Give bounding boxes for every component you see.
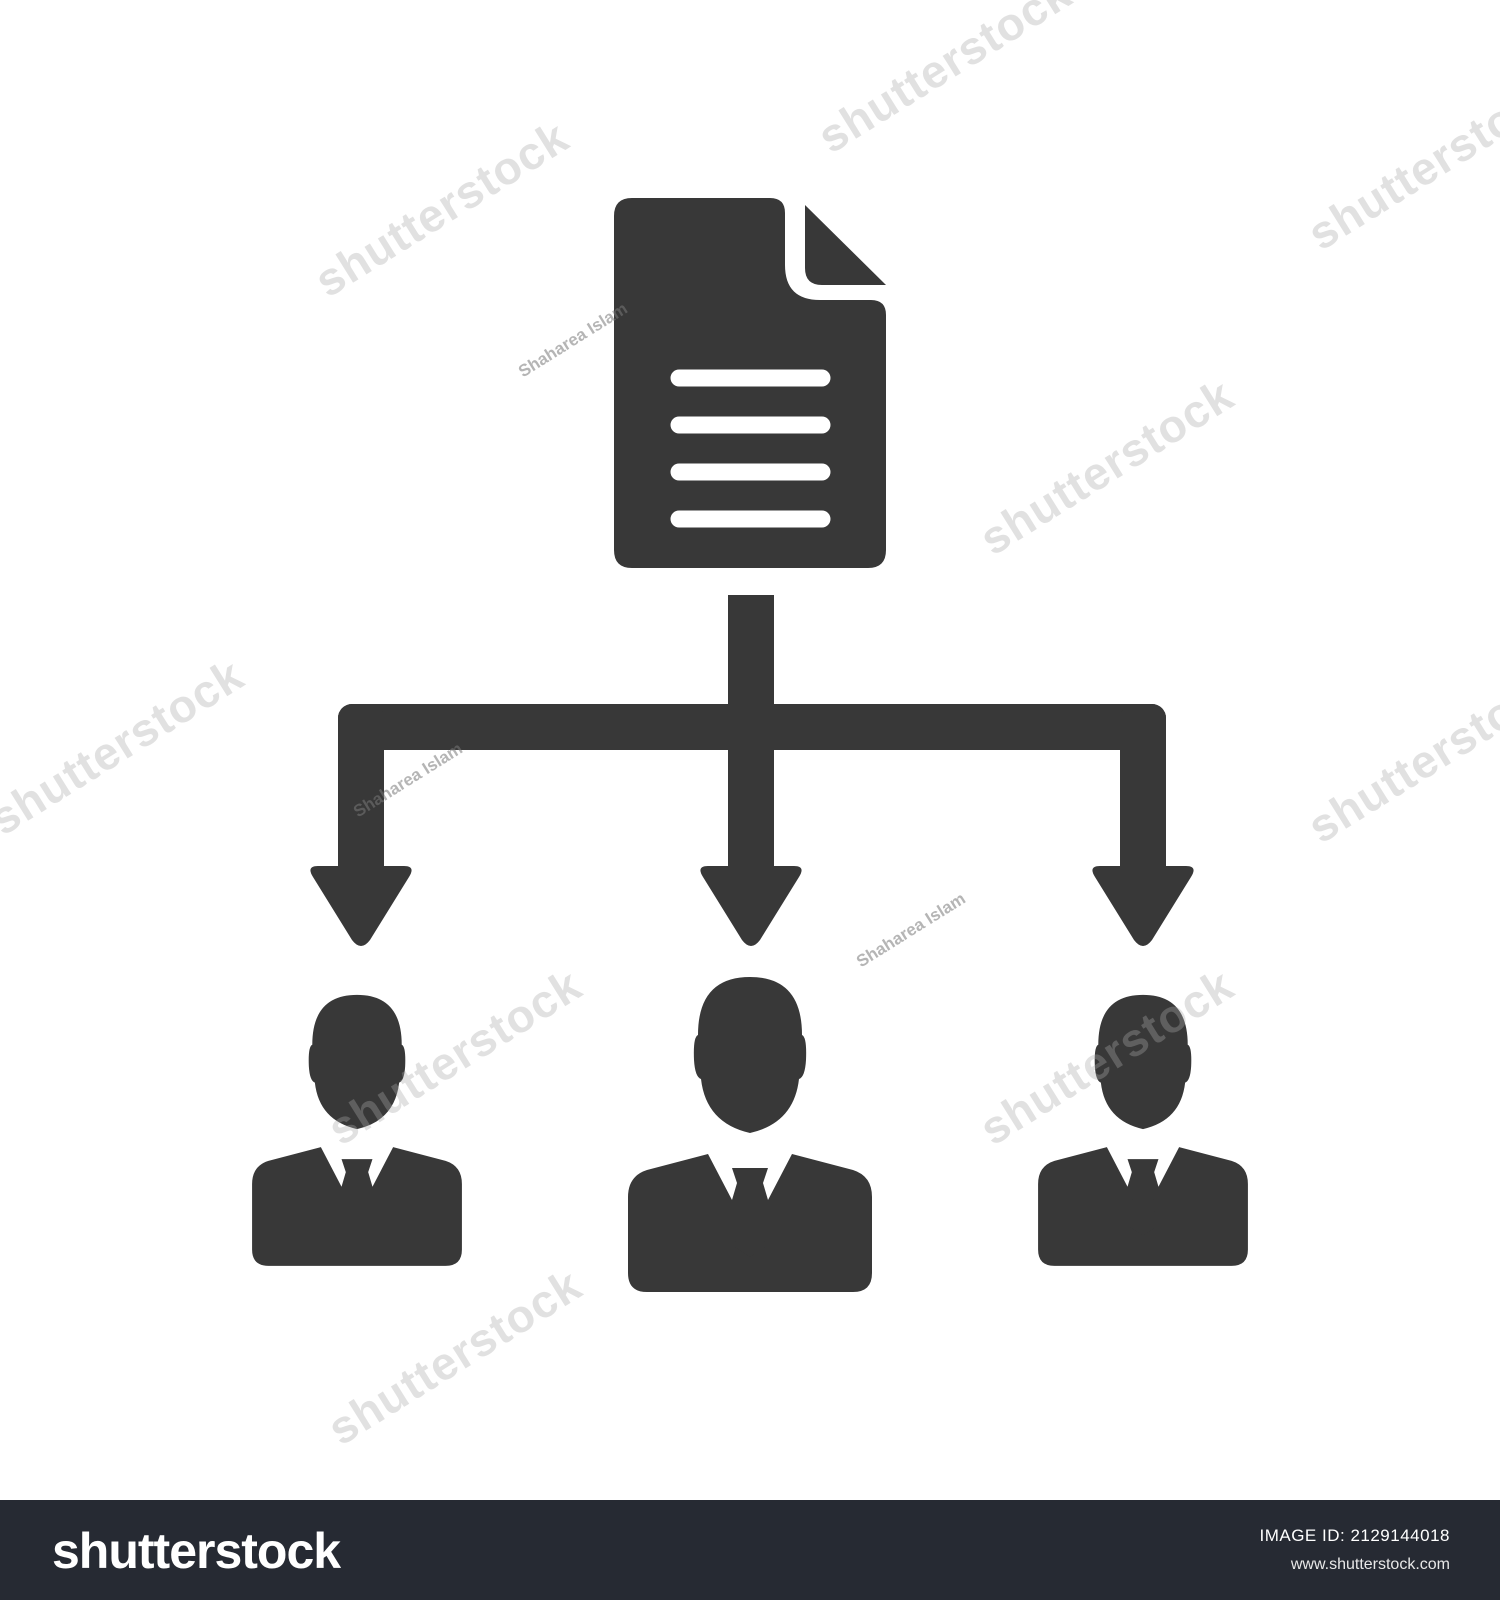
arrow-head-center bbox=[700, 866, 802, 946]
businessman-left-icon bbox=[252, 994, 462, 1266]
businessman-center-icon bbox=[628, 977, 872, 1292]
businessman-right-icon bbox=[1038, 994, 1248, 1266]
distribution-diagram bbox=[252, 198, 1248, 1292]
arrow-head-right bbox=[1092, 866, 1194, 946]
footer-bar: shutterstock IMAGE ID: 2129144018 www.sh… bbox=[0, 1500, 1500, 1600]
document-icon bbox=[614, 198, 886, 568]
distribution-arrows bbox=[310, 595, 1194, 946]
footer-url: www.shutterstock.com bbox=[1290, 1556, 1450, 1573]
image-id-label: IMAGE ID: 2129144018 bbox=[1259, 1526, 1450, 1545]
arrow-head-left bbox=[310, 866, 412, 946]
footer-logo: shutterstock bbox=[52, 1523, 341, 1579]
